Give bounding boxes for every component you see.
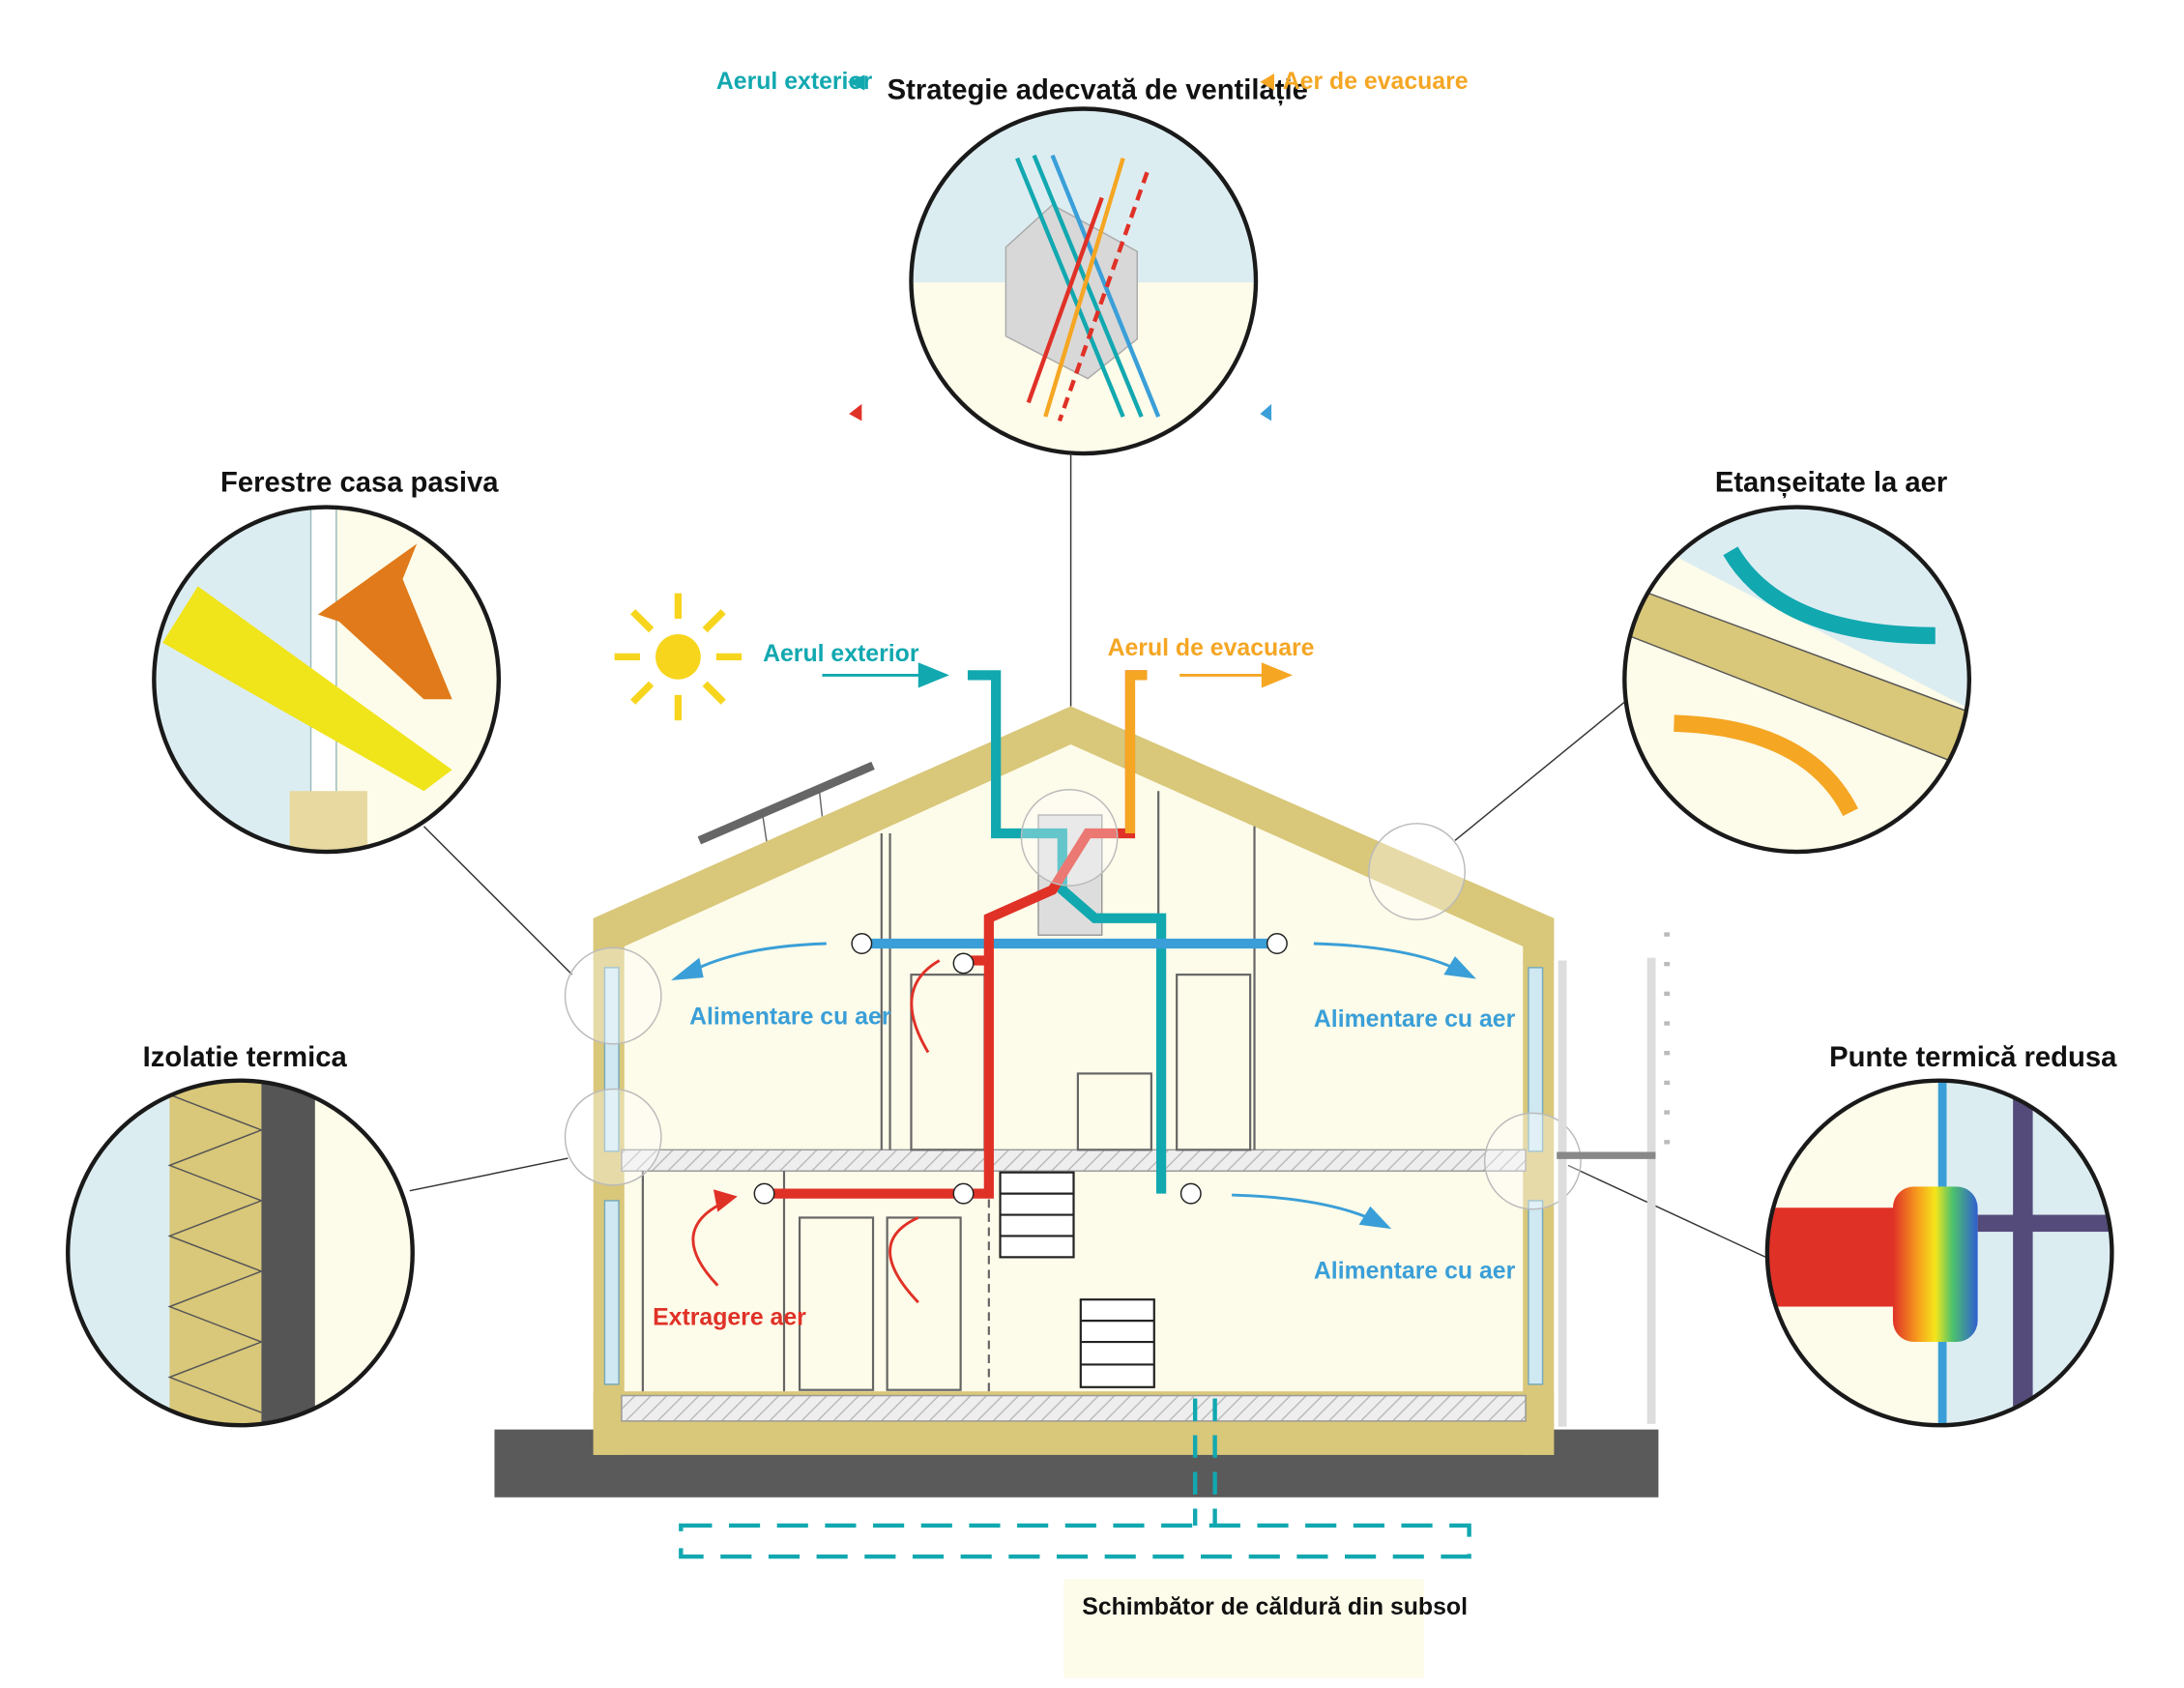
supply-duct (967, 670, 1167, 1194)
staircase (999, 1171, 1155, 1388)
ventilation-heat-recovery-callout (849, 106, 1272, 707)
callout-title-airtightness: Etanșeitate la aer (1715, 467, 1947, 498)
callout-title-insulation: Izolatie termica (143, 1042, 348, 1073)
orange-arrow-icon (1260, 73, 1274, 91)
label-supply-upper-left: Alimentare cu aer (689, 1004, 891, 1030)
callout-title-thermal-bridge: Punte termică redusa (1829, 1042, 2117, 1073)
exhaust-duct (1124, 670, 1148, 834)
callout-title-windows: Ferestre casa pasiva (220, 467, 499, 498)
label-outdoor-air: Aerul exterior (763, 641, 919, 667)
house-section (494, 662, 1671, 1498)
ground-heat-exchanger (679, 1398, 1471, 1559)
label-ground-heat-exchanger: Schimbător de căldură din subsol (1082, 1594, 1468, 1620)
legend-exhaust-air: Aer de evacuare (1283, 69, 1469, 95)
thermal-insulation-callout (66, 1078, 568, 1428)
teal-arrow-icon (847, 74, 865, 91)
legend-outdoor-air: Aerul exterior (716, 69, 873, 95)
label-supply-lower-right: Alimentare cu aer (1314, 1258, 1516, 1284)
passive-window-callout (152, 505, 573, 975)
page-title: Strategie adecvată de ventilație (888, 74, 1308, 105)
sun-icon (614, 593, 743, 721)
ground-exchanger-label-box (1063, 1579, 1424, 1678)
label-supply-upper-right: Alimentare cu aer (1314, 1006, 1516, 1033)
label-exhaust-air: Aerul de evacuare (1108, 635, 1315, 661)
label-extract-air: Extragere aer (653, 1305, 806, 1331)
airtightness-callout (1454, 505, 1972, 855)
solar-panel (697, 761, 875, 845)
